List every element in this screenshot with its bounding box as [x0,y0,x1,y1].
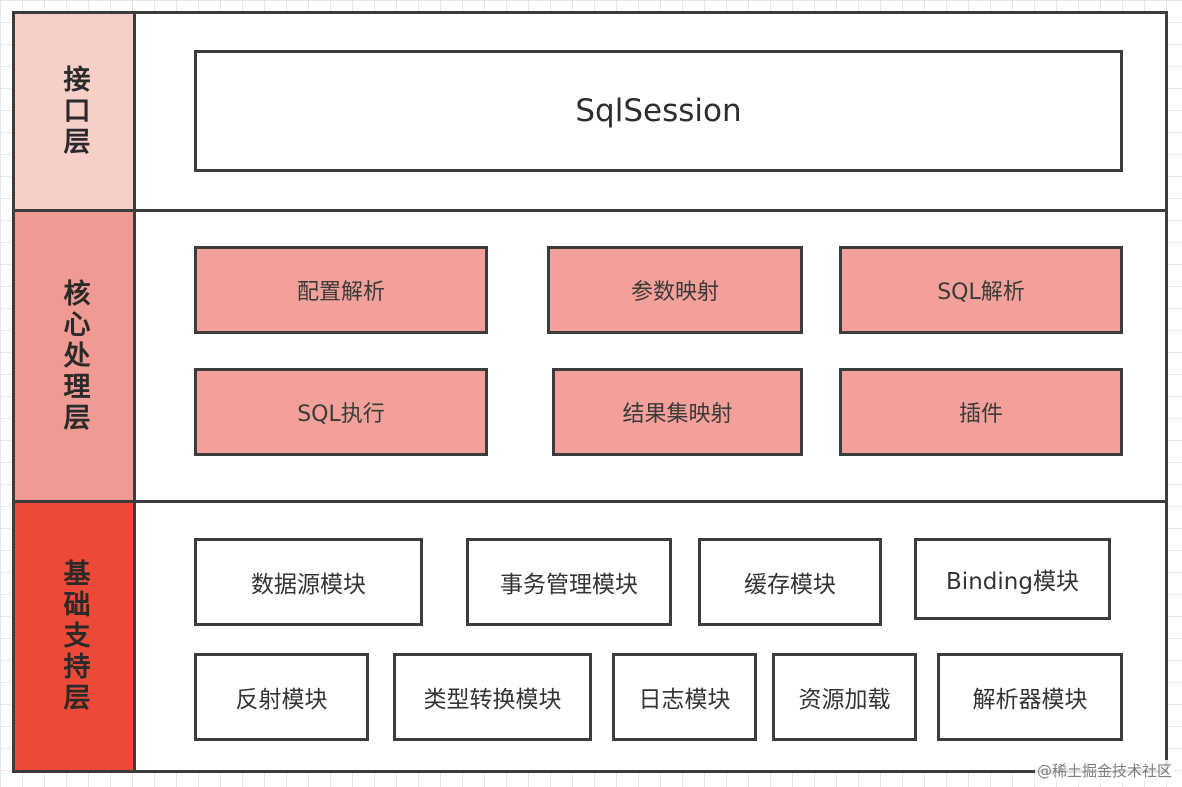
interface-layer-label: 接口层 [58,65,90,158]
sql-execution-box: SQL执行 [194,368,488,456]
transaction-module-box: 事务管理模块 [466,538,672,626]
config-parsing-label: 配置解析 [296,280,385,305]
cache-module-box: 缓存模块 [698,538,882,626]
core-layer-label: 核心处理层 [58,278,90,434]
parameter-mapping-label: 参数映射 [630,280,719,305]
parameter-mapping-box: 参数映射 [547,246,803,334]
support-layer-label: 基础支持层 [58,559,90,714]
plugin-box: 插件 [839,368,1123,456]
reflection-module-label: 反射模块 [235,687,328,713]
resource-loading-label: 资源加载 [798,687,891,713]
sqlsession-box: SqlSession [194,50,1123,172]
layer-divider-1 [12,209,1168,212]
parser-module-box: 解析器模块 [937,653,1123,741]
result-set-mapping-box: 结果集映射 [552,368,803,456]
transaction-module-label: 事务管理模块 [500,572,638,598]
sqlsession-label: SqlSession [575,93,742,129]
datasource-module-label: 数据源模块 [251,572,366,598]
parser-module-label: 解析器模块 [972,687,1088,713]
layer-divider-2 [12,500,1168,503]
reflection-module-box: 反射模块 [194,653,369,741]
support-layer-label-cell: 基础支持层 [15,503,133,770]
plugin-label: 插件 [958,402,1003,427]
logging-module-box: 日志模块 [612,653,757,741]
resource-loading-box: 资源加载 [772,653,917,741]
sql-parsing-box: SQL解析 [839,246,1123,334]
watermark-text: @稀土掘金技术社区 [1034,760,1174,781]
interface-layer-label-cell: 接口层 [15,14,133,209]
cache-module-label: 缓存模块 [744,572,836,598]
logging-module-label: 日志模块 [638,687,731,713]
type-conversion-module-label: 类型转换模块 [423,687,562,713]
type-conversion-module-box: 类型转换模块 [393,653,592,741]
core-layer-label-cell: 核心处理层 [15,212,133,500]
sql-parsing-label: SQL解析 [937,280,1025,305]
sql-execution-label: SQL执行 [297,402,385,427]
config-parsing-box: 配置解析 [194,246,488,334]
binding-module-box: Binding模块 [914,538,1111,620]
binding-module-label: Binding模块 [946,569,1079,595]
label-column-divider [133,11,136,773]
datasource-module-box: 数据源模块 [194,538,423,626]
result-set-mapping-label: 结果集映射 [622,402,733,427]
